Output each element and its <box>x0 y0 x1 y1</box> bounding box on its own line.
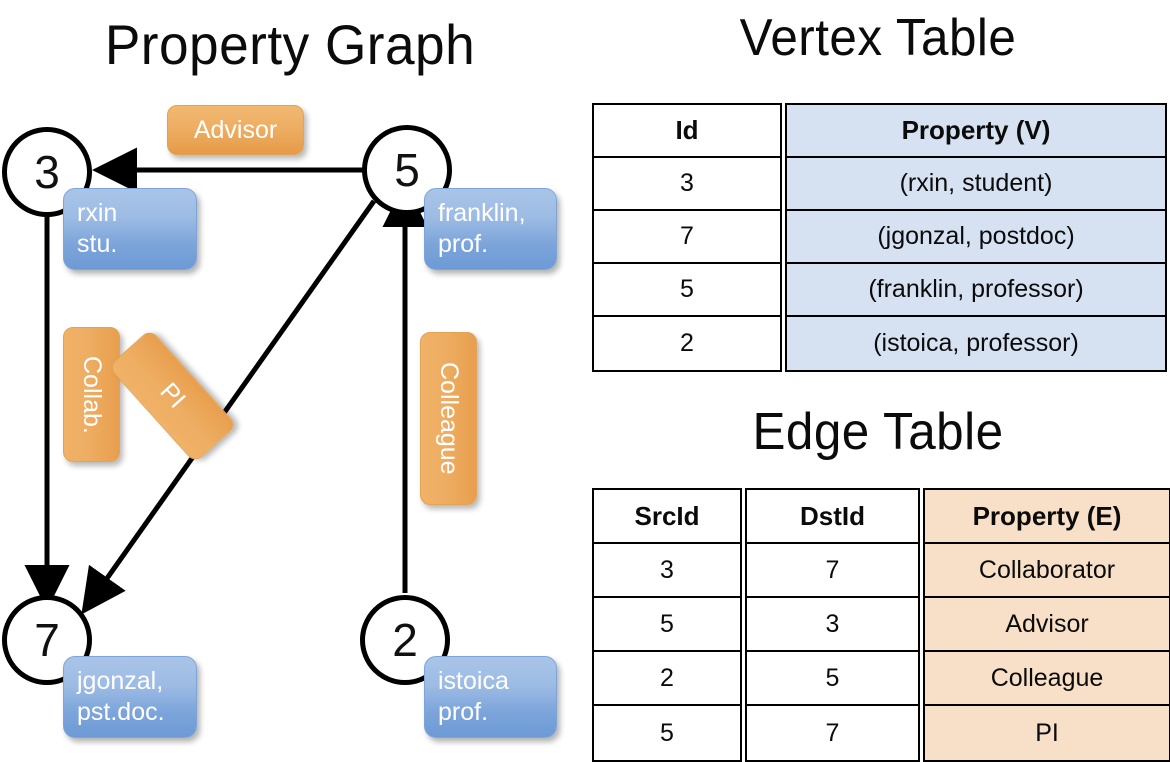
page-title-property-graph: Property Graph <box>104 13 476 76</box>
vertex-table-cell-id-3: 2 <box>680 329 694 357</box>
edge-table-header-property: Property (E) <box>925 490 1169 544</box>
edge-table-property-column: Property (E) Collaborator Advisor Collea… <box>923 488 1170 762</box>
edge-label-colleague[interactable]: Colleague <box>420 332 477 505</box>
node-property-rxin-line1: rxin <box>77 199 118 227</box>
vertex-table-cell-property-2: (franklin, professor) <box>787 264 1165 317</box>
vertex-table-header-id: Id <box>594 105 780 158</box>
edge-table-cell-src-1: 5 <box>594 598 740 652</box>
edge-table-dstid-column: DstId 7 3 5 7 <box>745 488 920 762</box>
edge-table-srcid-column: SrcId 3 5 2 5 <box>592 488 742 762</box>
node-property-jgonzal-line1: jgonzal, <box>77 667 164 695</box>
edge-table-cell-dst-1: 3 <box>747 598 918 652</box>
edge-table-cell-dst-0: 7 <box>747 544 918 598</box>
edge-5-to-7-pi <box>81 199 377 615</box>
node-property-franklin-line1: franklin, <box>438 199 526 227</box>
vertex-table-property-column: Property (V) (rxin, student) (jgonzal, p… <box>785 103 1167 372</box>
vertex-table-cell-id-2: 5 <box>594 264 780 317</box>
vertex-table-cell-id-1: 7 <box>594 211 780 264</box>
edge-table-cell-property-3: PI <box>925 706 1169 760</box>
edge-table-cell-property-2: Colleague <box>925 652 1169 706</box>
node-property-istoica-line2: prof. <box>438 698 489 726</box>
vertex-table-header-property: Property (V) <box>787 105 1165 158</box>
edge-table: SrcId 3 5 2 5 DstId 7 3 5 7 Property (E)… <box>592 488 1170 762</box>
page-title-edge-table: Edge Table <box>752 403 1004 461</box>
node-property-box-rxin[interactable]: rxin stu. <box>63 188 197 270</box>
graph-node-3[interactable]: 3 <box>2 127 92 217</box>
node-property-jgonzal-line2: pst.doc. <box>77 698 165 726</box>
node-property-istoica-line1: istoica <box>438 667 509 695</box>
node-property-box-istoica[interactable]: istoica prof. <box>424 656 557 738</box>
vertex-table-cell-property-3: (istoica, professor) <box>787 317 1165 370</box>
node-property-rxin-line2: stu. <box>77 230 118 258</box>
edge-label-collab[interactable]: Collab. <box>63 327 120 462</box>
node-property-box-jgonzal[interactable]: jgonzal, pst.doc. <box>63 656 197 738</box>
edge-table-cell-property-1: Advisor <box>925 598 1169 652</box>
node-property-box-franklin[interactable]: franklin, prof. <box>424 188 557 270</box>
edge-table-header-dstid: DstId <box>747 490 918 544</box>
vertex-table-cell-property-1: (jgonzal, postdoc) <box>787 211 1165 264</box>
edge-table-header-srcid: SrcId <box>594 490 740 544</box>
edge-table-cell-dst-3: 7 <box>825 718 840 747</box>
vertex-table-cell-id-0: 3 <box>594 158 780 211</box>
node-property-franklin-line2: prof. <box>438 230 489 258</box>
edge-table-cell-src-2: 2 <box>594 652 740 706</box>
edge-table-cell-dst-2: 5 <box>747 652 918 706</box>
property-graph-diagram: 3 5 7 2 rxin stu. franklin, prof. jgonza… <box>0 88 580 760</box>
edge-table-cell-property-0: Collaborator <box>925 544 1169 598</box>
page-title-vertex-table: Vertex Table <box>739 9 1017 67</box>
edge-table-cell-src-3: 5 <box>660 718 674 747</box>
vertex-table: Id 3 7 5 2 Property (V) (rxin, student) … <box>592 103 1167 372</box>
graph-edges-svg <box>24 147 428 615</box>
edge-label-advisor[interactable]: Advisor <box>167 105 304 155</box>
vertex-table-cell-property-0: (rxin, student) <box>787 158 1165 211</box>
edge-table-cell-src-0: 3 <box>594 544 740 598</box>
vertex-table-id-column: Id 3 7 5 2 <box>592 103 782 372</box>
